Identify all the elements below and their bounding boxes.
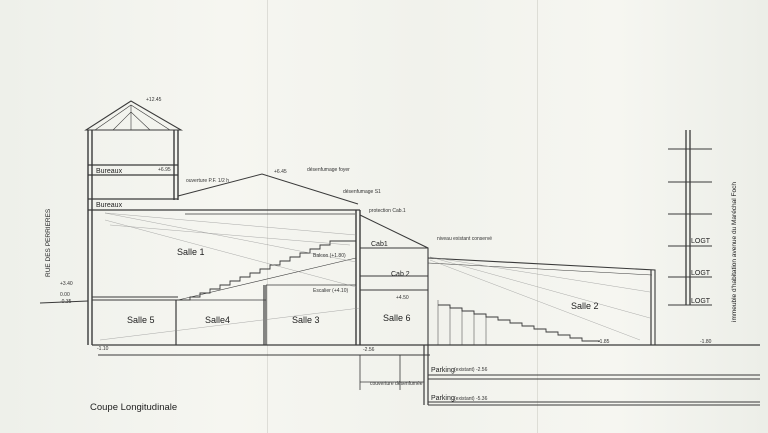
level-mark: -1.80 [700,339,712,345]
bureaux-mid-floor [88,198,360,211]
salle2-rake [438,304,600,342]
ground-line [39,300,89,304]
note-escalier: Escalier (+4.10) [313,288,348,294]
level-mark: -1.10 [97,346,109,352]
parking2-slab [428,401,760,406]
label-logt2: LOGT [691,270,711,277]
level-mark: +6.95 [158,167,171,173]
label-salle5: Salle 5 [127,315,155,325]
tower-roof [84,100,184,131]
left-facade-wall [87,130,93,345]
label-logt3: LOGT [691,298,711,305]
level-mark: +4.50 [396,295,409,301]
street-label: RUE DES PERRIERES [45,208,52,277]
level-mark: -2.56 [363,347,375,353]
parking1-slab [428,374,760,380]
level-mark: -1.85 [598,339,610,345]
paper-fold-line [537,0,538,433]
label-bureaux-mid: Bureaux [96,202,123,209]
label-salle6: Salle 6 [383,313,411,323]
label-parking2: Parking [431,395,455,402]
note-desenfumage-foyer: désenfumage foyer [307,167,350,173]
roof-truss [94,104,171,131]
paper-fold-line [267,0,268,433]
cab-floors [360,247,428,291]
label-bureaux-top: Bureaux [96,168,123,175]
salle1-floor [92,296,178,301]
cab-roof [359,214,429,345]
note-desenfumage-s1: désenfumage S1 [343,189,381,195]
level-mark: +3.40 [60,281,73,287]
label-salle4: Salle4 [205,315,230,325]
salle2-roof [427,257,656,345]
label-cab1: Cab1 [371,241,388,248]
level-mark: -0.35 [60,299,72,305]
note-balcon: Balcon (+1.80) [313,253,346,259]
foyer-roof [177,173,359,205]
level-mark: 0.00 [60,292,70,298]
lower-salle-walls [175,285,267,345]
level-mark: +12.45 [146,97,162,103]
label-parking1: Parking [431,367,455,374]
note-protection-cab1: protection Cab.1 [369,208,406,214]
apartment-floors [668,148,712,306]
label-salle3: Salle 3 [292,315,320,325]
label-logt1: LOGT [691,238,711,245]
building-label: immeuble d'habitation avenue du Maréchal… [731,182,738,322]
level-mark: +6.45 [274,169,287,175]
label-cab2: Cab 2 [391,271,410,278]
parking-wall [423,345,429,405]
label-salle2: Salle 2 [571,301,599,311]
salle1-right-wall [355,210,361,345]
bureaux-top-floor [88,164,178,176]
note-parking1: (existant) -2.56 [454,367,488,373]
note-ouverture: ouverture P.F. 1/2 h [186,178,229,184]
apartment-wall [685,130,691,305]
drawing-caption: Coupe Longitudinale [90,402,177,413]
note-parking2: (existant) -5.36 [454,396,488,402]
note-niveau-existant: niveau existant conservé [437,236,492,242]
note-couverture: couverture désenfumée [370,381,423,387]
label-salle1: Salle 1 [177,247,205,257]
